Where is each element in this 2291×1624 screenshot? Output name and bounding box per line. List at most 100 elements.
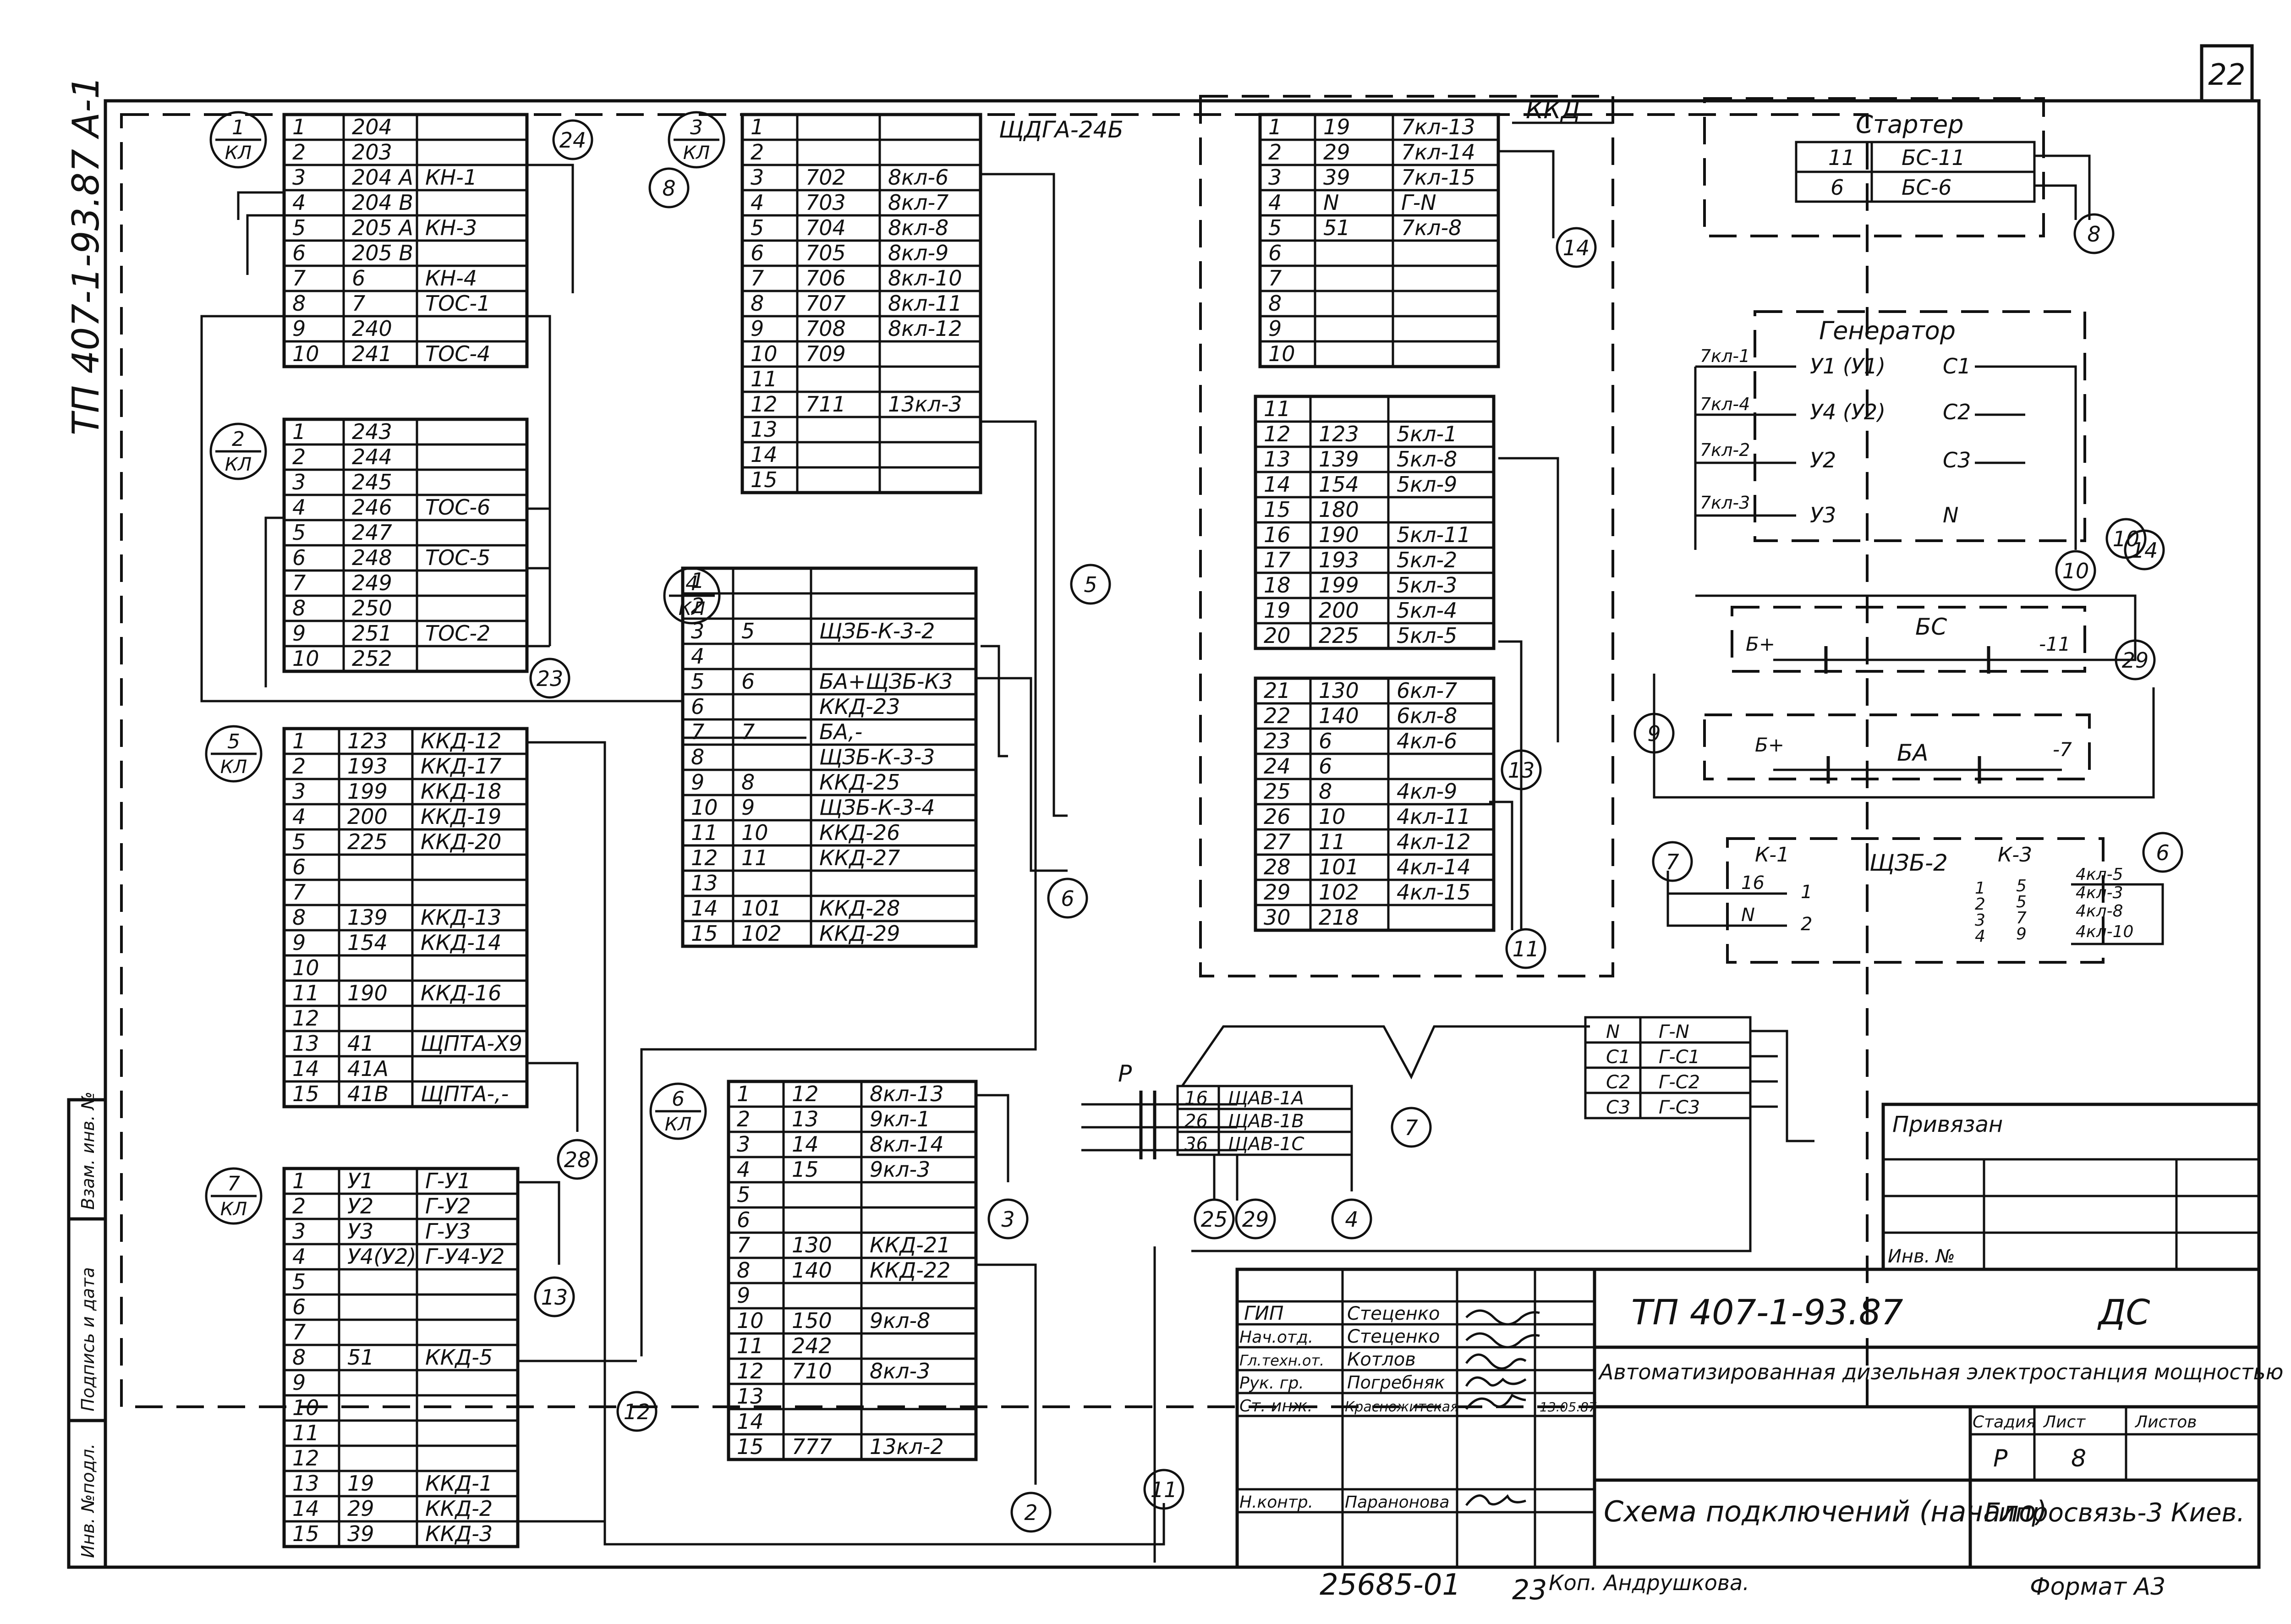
ba-label: БА bbox=[1897, 740, 1929, 766]
cable-marker-label: 11 bbox=[1151, 1477, 1178, 1502]
cable-marker-label: 28 bbox=[564, 1147, 591, 1172]
terminal-cell: 7 bbox=[292, 266, 306, 291]
terminal-cell: 205 В bbox=[352, 241, 413, 265]
cable-marker bbox=[987, 1198, 1029, 1240]
terminal-cell: ККД-21 bbox=[870, 1233, 950, 1257]
cable-marker bbox=[1331, 1198, 1372, 1240]
terminal-cell: БА+ЩЗБ-К3 bbox=[819, 669, 953, 694]
terminal-cell: 8 bbox=[292, 291, 306, 316]
block-id-circle bbox=[205, 1167, 263, 1225]
cable-marker-label: 4 bbox=[1345, 1207, 1358, 1232]
block-id-circle bbox=[209, 422, 267, 480]
terminal-cell: ТОС-4 bbox=[425, 341, 490, 366]
kkd-cell: 5кл-5 bbox=[1397, 623, 1457, 648]
neutral-cell: С1 bbox=[1606, 1047, 1630, 1068]
block-id-circle bbox=[663, 567, 721, 625]
terminal-cell: БА,- bbox=[819, 719, 862, 744]
kkd-cell: 7кл-15 bbox=[1401, 165, 1475, 190]
terminal-cell: Г-У2 bbox=[425, 1194, 471, 1218]
signature bbox=[1465, 1494, 1526, 1506]
kkd-cell: 11 bbox=[1319, 829, 1346, 854]
terminal-cell: ККД-22 bbox=[870, 1258, 950, 1283]
shzb-right: 5 bbox=[2016, 893, 2027, 911]
terminal-cell: 5 bbox=[292, 215, 306, 240]
shzb-terminal: 16 bbox=[1741, 872, 1765, 894]
terminal-cell: Г-У4-У2 bbox=[425, 1244, 504, 1269]
cable-marker bbox=[2105, 518, 2147, 559]
terminal-cell: 249 bbox=[352, 571, 392, 595]
sheet-value: 8 bbox=[2071, 1445, 2086, 1472]
kkd-cell: 5кл-1 bbox=[1397, 422, 1457, 446]
cable-marker-label: 3 bbox=[1001, 1207, 1014, 1232]
sheet-number-box bbox=[2200, 44, 2254, 103]
terminal-cell: 4 bbox=[691, 644, 704, 669]
sheet-number: 22 bbox=[2208, 58, 2245, 92]
terminal-cell: 8кл-9 bbox=[888, 241, 948, 265]
terminal-cell: У4(У2) bbox=[347, 1244, 417, 1269]
terminal-cell: Г-У1 bbox=[425, 1169, 471, 1193]
terminal-cell: 8кл-6 bbox=[888, 165, 948, 190]
kkd-cell: 16 bbox=[1264, 522, 1291, 547]
shzb-terminal: N bbox=[1741, 905, 1755, 926]
shzb-group: ЩЗБ-2 К-1 К-3 16 1 N 2 1 2 3 4 5 5 7 9 4… bbox=[1666, 837, 2164, 964]
terminal-cell: 6 bbox=[292, 545, 306, 570]
terminal-cell: У2 bbox=[347, 1194, 373, 1218]
terminal-cell: 7 bbox=[751, 266, 764, 291]
terminal-cell: ККД-2 bbox=[425, 1496, 493, 1521]
terminal-cell: 13 bbox=[292, 1031, 319, 1056]
kkd-cell: 154 bbox=[1319, 472, 1359, 497]
terminal-cell: 243 bbox=[352, 419, 392, 444]
cable-marker bbox=[529, 658, 570, 699]
starter-cell: БС-11 bbox=[1902, 145, 1965, 170]
cable-marker-label: 6 bbox=[2156, 840, 2169, 865]
shzb-right: 5 bbox=[2016, 877, 2027, 895]
terminal-cell: 10 bbox=[737, 1308, 764, 1333]
terminal-cell: КН-3 bbox=[425, 215, 477, 240]
terminal-cell: 8 bbox=[691, 745, 704, 769]
terminal-cell: 241 bbox=[352, 341, 392, 366]
neutral-cell: N bbox=[1606, 1021, 1620, 1042]
terminal-cell: 252 bbox=[352, 646, 392, 671]
gen-terminal: N bbox=[1943, 503, 1958, 527]
terminal-cell: 2 bbox=[751, 140, 764, 165]
kkd-cell: 3 bbox=[1268, 165, 1282, 190]
terminal-cell: ККД-12 bbox=[421, 729, 501, 753]
shzb-right: 7 bbox=[2016, 909, 2027, 927]
starter-group: Стартер 11 БС-11 6 БС-6 bbox=[1703, 97, 2091, 237]
terminal-cell: 11 bbox=[741, 845, 768, 870]
kkd-cell: 130 bbox=[1319, 678, 1359, 703]
terminal-cell: 10 bbox=[292, 341, 319, 366]
terminal-cell: 15 bbox=[751, 467, 778, 492]
kkd-enclosure bbox=[1199, 95, 1614, 977]
terminal-cell: 1 bbox=[292, 729, 306, 753]
terminal-cell: 3 bbox=[751, 165, 764, 190]
starter-cell: 11 bbox=[1828, 145, 1855, 170]
terminal-cell: 10 bbox=[691, 795, 718, 820]
neutral-cell: С3 bbox=[1606, 1097, 1630, 1118]
terminal-cell: 6 bbox=[737, 1207, 750, 1232]
terminal-cell: ККД-3 bbox=[425, 1521, 493, 1546]
terminal-cell: 3 bbox=[292, 779, 306, 804]
terminal-cell: 703 bbox=[806, 190, 846, 215]
block-id-circle bbox=[649, 1082, 707, 1140]
block-number: 2 bbox=[232, 428, 245, 451]
margin-label: Инв. №подл. bbox=[78, 1443, 98, 1558]
cable-marker-label: 29 bbox=[1242, 1207, 1269, 1232]
shav-cell: ЩАВ-1А bbox=[1228, 1088, 1304, 1109]
terminal-cell: ККД-1 bbox=[425, 1471, 493, 1496]
terminal-cell: 13 bbox=[751, 417, 778, 442]
terminal-cell: 1 bbox=[751, 115, 764, 139]
kkd-cell: 7 bbox=[1268, 266, 1282, 291]
kkd-cell: 15 bbox=[1264, 497, 1291, 522]
terminal-cell: 3 bbox=[292, 470, 306, 494]
terminal-cell: 9 bbox=[292, 316, 306, 341]
kkd-cell: 123 bbox=[1319, 422, 1359, 446]
terminal-cell: 2 bbox=[691, 593, 704, 618]
kkd-cell: 5 bbox=[1268, 215, 1282, 240]
shav-cell: 26 bbox=[1184, 1111, 1208, 1132]
terminal-cell: 5 bbox=[691, 669, 704, 694]
starter-cell: БС-6 bbox=[1902, 175, 1952, 200]
terminal-cell: 13кл-3 bbox=[888, 392, 962, 417]
kkd-cell: 39 bbox=[1323, 165, 1350, 190]
terminal-cell: 8кл-7 bbox=[888, 190, 948, 215]
